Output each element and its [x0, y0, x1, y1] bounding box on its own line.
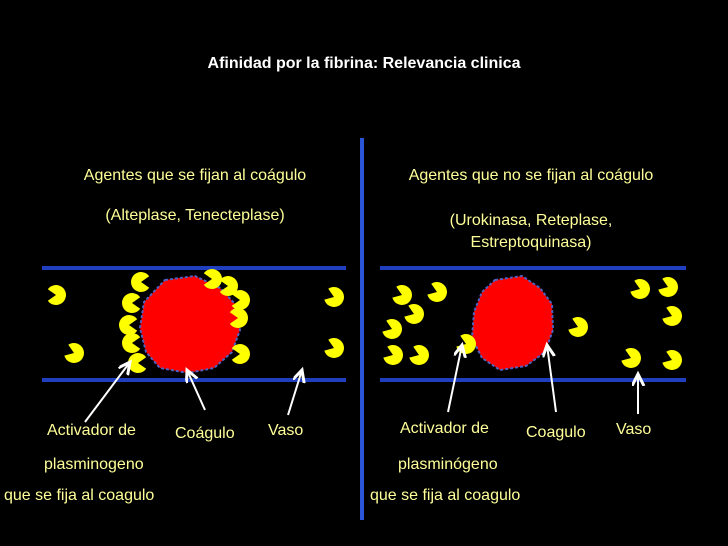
- activator-molecule-icon: [122, 333, 140, 353]
- activator-molecule-icon: [131, 272, 149, 292]
- activator-molecule-icon: [392, 285, 412, 305]
- left-clot-label: Coágulo: [175, 425, 250, 443]
- right-clot-label: Coagulo: [526, 424, 601, 442]
- left-activator-label-line2: plasminogeno: [44, 456, 164, 474]
- right-activator-label-line1: Activador de: [400, 420, 515, 438]
- activator-molecule-icon: [662, 350, 682, 370]
- activator-molecule-icon: [232, 290, 250, 310]
- activator-molecule-icon: [621, 348, 641, 368]
- left-activator-label-line3: que se fija al coagulo: [4, 487, 204, 505]
- activator-molecule-icon: [662, 306, 682, 326]
- activator-molecule-icon: [382, 319, 402, 339]
- activator-molecule-icon: [204, 269, 222, 289]
- activator-molecule-icon: [48, 285, 66, 305]
- left-vessel-label: Vaso: [268, 422, 318, 440]
- activator-molecule-icon: [409, 345, 429, 365]
- activator-molecule-icon: [119, 315, 137, 335]
- activator-molecule-icon: [383, 345, 403, 365]
- left-activator-label-line1: Activador de: [47, 422, 162, 440]
- activator-molecule-icon: [64, 343, 84, 363]
- activator-molecule-icon: [658, 277, 678, 297]
- activator-molecule-icon: [232, 344, 250, 364]
- right-activator-label-line3: que se fija al coagulo: [370, 487, 570, 505]
- activator-molecule-icon: [324, 338, 344, 358]
- right-clot: [472, 276, 553, 370]
- activator-molecule-icon: [630, 279, 650, 299]
- activator-molecule-icon: [404, 304, 424, 324]
- activator-molecule-icon: [427, 282, 447, 302]
- activator-molecule-icon: [122, 293, 140, 313]
- activator-molecule-icon: [128, 353, 146, 373]
- right-activator-label-line2: plasminógeno: [398, 456, 518, 474]
- activator-molecule-icon: [568, 317, 588, 337]
- left-clot-arrow: [187, 370, 205, 410]
- activator-molecule-icon: [324, 287, 344, 307]
- activator-molecule-icon: [456, 334, 476, 354]
- left-activator-arrow: [85, 362, 130, 422]
- right-vessel-label: Vaso: [616, 421, 666, 439]
- left-vessel-arrow: [288, 370, 302, 415]
